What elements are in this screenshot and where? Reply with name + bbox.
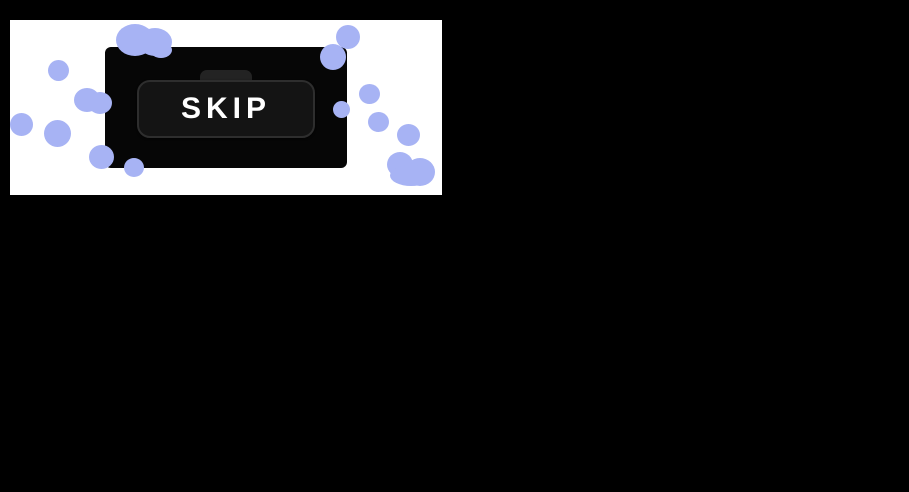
ad-panel: SKIP bbox=[105, 47, 347, 168]
skip-button[interactable]: SKIP bbox=[137, 80, 315, 138]
drawing-canvas[interactable]: SKIP bbox=[10, 20, 442, 195]
